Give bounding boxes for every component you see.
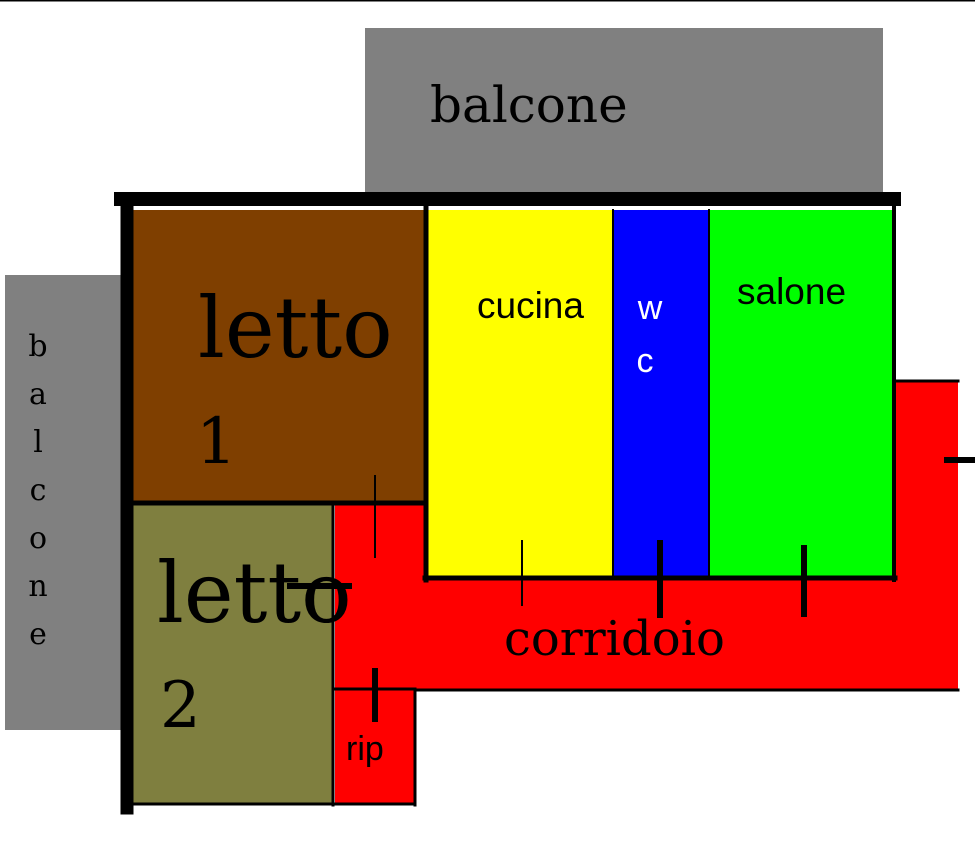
corridoio-label: corridoio	[504, 611, 725, 667]
balcone-top	[365, 28, 883, 195]
letto2-label-number: 2	[160, 669, 201, 743]
balcone-left-letter: e	[29, 617, 47, 652]
wc-label-w: w	[637, 289, 663, 327]
letto1-label-word: letto	[198, 279, 393, 377]
balcone-left-letter: c	[30, 473, 47, 508]
page-frame	[0, 0, 975, 2]
rip-label: rip	[346, 730, 384, 768]
balcone-left-letter: b	[28, 329, 47, 364]
door-marks	[287, 457, 975, 722]
letto2-label-word: letto	[157, 544, 352, 642]
salone-label: salone	[737, 271, 846, 312]
balcone-left-letter: l	[33, 425, 43, 460]
balcone-left-letter: o	[29, 521, 47, 556]
letto2-room	[132, 505, 332, 803]
letto1-room	[132, 210, 425, 502]
balcone-left	[5, 275, 121, 730]
balcone-left-letter: n	[28, 569, 47, 604]
cucina-label: cucina	[477, 285, 584, 326]
wc-label-c: c	[637, 342, 654, 380]
salone-room	[709, 210, 893, 578]
cucina-room	[428, 210, 612, 578]
letto1-label-number: 1	[196, 405, 237, 479]
wc-room	[614, 210, 709, 578]
balcone-top-label: balcone	[430, 76, 628, 134]
balcone-left-label: b a l c o n e	[28, 329, 47, 652]
balcone-left-letter: a	[29, 377, 47, 412]
corridoio-room	[335, 380, 958, 805]
